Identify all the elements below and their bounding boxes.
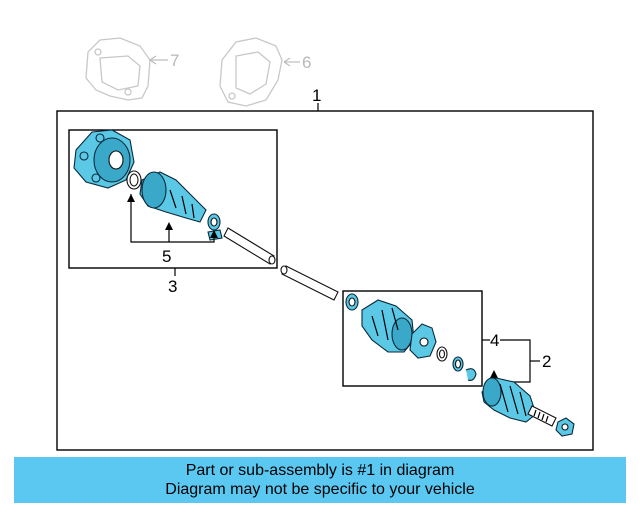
callout-1: 1 bbox=[312, 86, 321, 105]
subassembly-frame-4 bbox=[342, 290, 483, 387]
outer-cv-joint-housing bbox=[73, 129, 135, 189]
inner-cv-joint-housing bbox=[481, 377, 557, 427]
axle-nut bbox=[555, 417, 575, 437]
callout-3: 3 bbox=[168, 277, 177, 296]
outer-cv-boot bbox=[139, 171, 207, 223]
ghost-bracket-part-7 bbox=[85, 37, 168, 101]
assembly-frame-1 bbox=[56, 110, 594, 451]
callout-2-arrow bbox=[490, 370, 498, 378]
banner-line-1: Part or sub-assembly is #1 in diagram bbox=[185, 462, 455, 479]
subassembly-frame-3 bbox=[68, 129, 278, 269]
inner-circlip bbox=[465, 368, 477, 381]
callout-5-arrow-center bbox=[165, 222, 173, 230]
callout-7: 7 bbox=[170, 51, 179, 70]
inner-spacer-ring bbox=[436, 346, 448, 362]
banner-line-2: Diagram may not be specific to your vehi… bbox=[165, 481, 475, 498]
outer-clamp-ring bbox=[126, 170, 142, 190]
callout-4: 4 bbox=[490, 331, 499, 350]
callout-5: 5 bbox=[162, 247, 171, 266]
axle-shaft bbox=[223, 227, 339, 301]
callout-5-arrow-left bbox=[127, 194, 135, 202]
info-banner: Part or sub-assembly is #1 in diagram Di… bbox=[14, 457, 626, 503]
callout-5-arrow-right bbox=[210, 230, 218, 238]
inner-boot-clamp bbox=[345, 293, 359, 311]
inner-cv-boot bbox=[361, 299, 415, 353]
inner-snap-ring bbox=[452, 356, 464, 372]
parts-diagram: 7 6 1 3 5 bbox=[56, 37, 594, 451]
ghost-cover-part-6 bbox=[219, 37, 300, 107]
callout-6: 6 bbox=[302, 53, 311, 72]
callout-2: 2 bbox=[542, 352, 551, 371]
inner-tripod-bearing bbox=[409, 323, 437, 359]
